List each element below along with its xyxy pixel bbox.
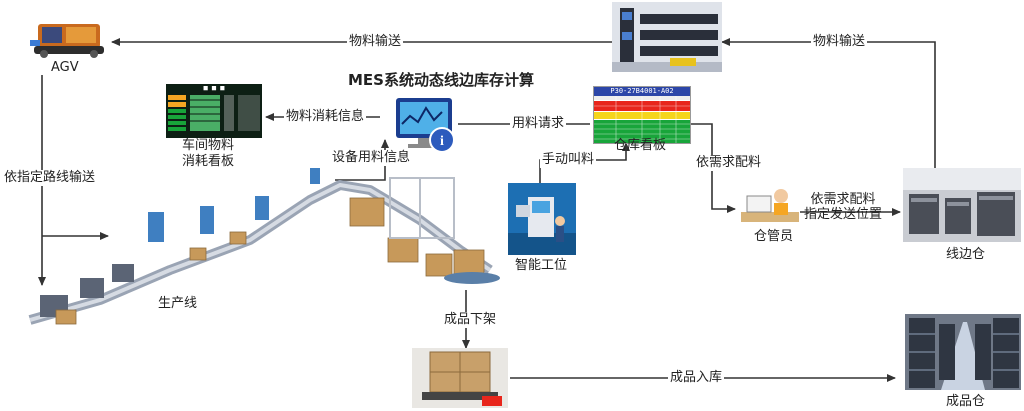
smart-station-label: 智能工位 (515, 258, 568, 273)
edge-label-route-transport: 依指定路线输送 (2, 170, 98, 186)
warehouse-board-id: P30-27B4001-A02 (594, 87, 690, 96)
edge-label-equipment-info: 设备用料信息 (330, 150, 413, 166)
consumption-board: ■ ■ ■ (166, 84, 262, 138)
warehouse-board-label: 仓库看板 (614, 138, 667, 153)
finished-store-photo (905, 314, 1021, 390)
line-side-store-photo (903, 168, 1021, 242)
warehouse-racks-illustration (612, 2, 722, 72)
edge-material-transport-right (721, 38, 936, 168)
edge-label-material-request: 用料请求 (510, 116, 567, 132)
production-line-label: 生产线 (158, 296, 198, 311)
agv-label: AGV (51, 60, 79, 75)
finished-store-label: 成品仓 (946, 394, 986, 409)
edge-label-manual-call: 手动叫料 (540, 152, 597, 168)
edge-label-on-demand-picking: 依需求配料 (694, 155, 764, 171)
edge-label-product-storage: 成品入库 (668, 370, 725, 386)
page-title: MES系统动态线边库存计算 (348, 71, 534, 89)
agv-illustration (30, 24, 104, 58)
edge-label-transport-right: 物料输送 (811, 34, 868, 50)
consumption-board-grid (168, 95, 260, 131)
edge-label-transport-left: 物料输送 (347, 34, 404, 50)
edge-label-product-offload: 成品下架 (442, 312, 499, 328)
svg-text:i: i (440, 134, 444, 149)
edge-label-material-consumption: 物料消耗信息 (284, 109, 367, 125)
warehouse-keeper-illustration (741, 189, 799, 222)
production-line-illustration (28, 168, 500, 325)
consumption-board-label: 车间物料 消耗看板 (182, 138, 235, 169)
line-side-store-label: 线边仓 (946, 247, 986, 262)
consumption-board-header: ■ ■ ■ (166, 84, 262, 93)
smart-station-illustration (508, 183, 576, 255)
warehouse-keeper-label: 仓管员 (754, 229, 794, 244)
mes-monitor-illustration: i (396, 98, 455, 153)
edge-label-picking-location: 依需求配料 指定发送位置 (804, 192, 883, 222)
finished-goods-pallet-illustration (412, 348, 508, 408)
warehouse-board: P30-27B4001-A02 (593, 86, 691, 144)
warehouse-board-grid (594, 96, 690, 143)
